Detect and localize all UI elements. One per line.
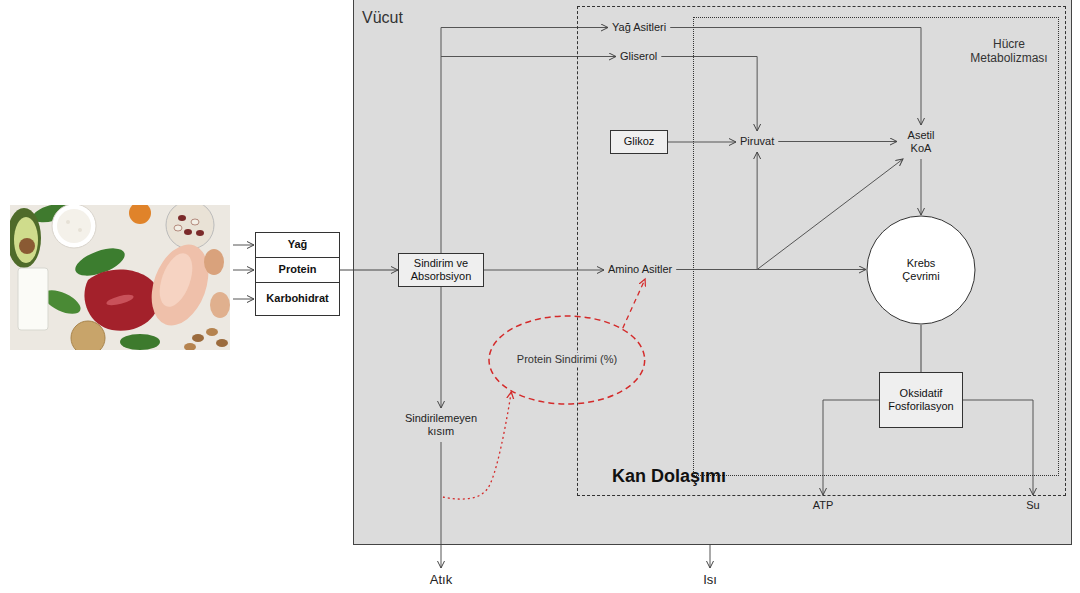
node-text: Yağ bbox=[288, 238, 308, 251]
metabolite-label: Asetil KoA bbox=[901, 129, 941, 155]
oat-bowl bbox=[71, 321, 105, 350]
food-illustration bbox=[10, 205, 230, 350]
nut bbox=[216, 339, 228, 347]
input-arrow bbox=[233, 299, 254, 300]
node-text: Karbohidrat bbox=[266, 292, 328, 305]
circle-outline bbox=[867, 216, 975, 324]
flow-arrow bbox=[670, 28, 921, 126]
avocado-flesh bbox=[14, 217, 38, 263]
waste-label: Sindirilemeyen kısım bbox=[395, 412, 487, 438]
input-arrow bbox=[233, 270, 254, 271]
process-box: Sindirim ve Absorbsiyon bbox=[398, 253, 484, 287]
region-title: Hücre Metabolizması bbox=[965, 37, 1053, 66]
nutrient-box: Yağ bbox=[255, 232, 340, 258]
bean bbox=[184, 229, 192, 235]
region-title: Vücut bbox=[362, 8, 403, 27]
flow-arrow bbox=[441, 442, 442, 568]
nutrient-box: Protein bbox=[255, 257, 340, 283]
node-text: Glikoz bbox=[624, 135, 655, 148]
body-region: VücutSindirim ve AbsorbsiyonKan Dolaşımı… bbox=[353, 0, 1072, 545]
metabolite-label: Gliserol bbox=[620, 50, 657, 63]
flow-arrow bbox=[778, 141, 897, 142]
node-text: Protein bbox=[279, 263, 317, 276]
blood-region: Kan DolaşımıHücre MetabolizmasıKrebs Çev… bbox=[577, 6, 1066, 496]
red-dashed-arrow bbox=[623, 279, 645, 328]
node-text: Oksidatif Fosforilasyon bbox=[884, 387, 958, 413]
flow-arrow bbox=[757, 152, 758, 270]
red-meat bbox=[84, 269, 159, 330]
cheese-bowl bbox=[52, 205, 96, 248]
flow-arrow bbox=[921, 159, 922, 215]
avocado-pit bbox=[19, 238, 35, 254]
callout-ellipse: Protein Sindirimi (%) bbox=[488, 315, 646, 405]
red-dotted-arrow bbox=[443, 392, 511, 499]
egg bbox=[204, 249, 224, 275]
flow-arrow bbox=[441, 28, 608, 254]
bean bbox=[178, 215, 186, 221]
chicken-breast bbox=[141, 237, 219, 334]
orange bbox=[129, 205, 151, 224]
cell-region: Hücre MetabolizmasıKrebs ÇevrimiOksidati… bbox=[693, 17, 1059, 476]
body-fill bbox=[353, 0, 1072, 545]
ellipse-outline bbox=[489, 316, 645, 404]
product-label: ATP bbox=[803, 499, 843, 512]
cheese-grain bbox=[66, 220, 70, 224]
cheese-grain bbox=[78, 228, 82, 232]
cottage-cheese bbox=[57, 209, 91, 243]
output-label: Isı bbox=[690, 572, 730, 588]
node-text: Protein Sindirimi (%) bbox=[515, 353, 619, 366]
flow-line bbox=[676, 269, 757, 270]
flow-arrow bbox=[823, 400, 879, 495]
flow-arrow bbox=[441, 287, 442, 408]
leaf bbox=[120, 334, 160, 350]
region-title: Kan Dolaşımı bbox=[612, 466, 726, 488]
metabolite-label: Amino Asitler bbox=[608, 263, 672, 276]
nut bbox=[206, 328, 218, 336]
flow-arrow bbox=[963, 400, 1033, 495]
cycle-circle: Krebs Çevrimi bbox=[866, 215, 976, 325]
nut bbox=[192, 334, 204, 342]
flow-arrow bbox=[668, 142, 736, 143]
node-text: Sindirim ve Absorbsiyon bbox=[403, 257, 479, 283]
process-box: Glikoz bbox=[610, 130, 668, 154]
egg bbox=[210, 292, 230, 318]
connector bbox=[340, 270, 398, 271]
chicken-highlight bbox=[153, 249, 198, 311]
flow-arrow bbox=[441, 56, 616, 57]
metabolite-label: Yağ Asitleri bbox=[612, 21, 666, 34]
product-label: Su bbox=[1013, 499, 1053, 512]
node-text: Krebs Çevrimi bbox=[889, 257, 953, 283]
flow-arrow bbox=[484, 270, 604, 271]
bean-jar bbox=[166, 205, 214, 249]
nutrient-box: Karbohidrat bbox=[255, 282, 340, 316]
connector bbox=[921, 325, 922, 372]
process-box: Oksidatif Fosforilasyon bbox=[879, 372, 963, 428]
milk-glass bbox=[18, 268, 48, 330]
meat-marbling bbox=[105, 293, 134, 308]
flow-arrow bbox=[661, 57, 757, 132]
bean bbox=[191, 219, 199, 225]
bean bbox=[196, 230, 204, 236]
output-label: Atık bbox=[420, 572, 462, 588]
flow-arrow bbox=[710, 545, 711, 568]
avocado bbox=[10, 208, 41, 268]
flow-arrow bbox=[757, 269, 866, 270]
nut bbox=[184, 343, 196, 350]
input-arrow bbox=[233, 245, 254, 246]
bean bbox=[174, 225, 182, 231]
metabolite-label: Piruvat bbox=[740, 135, 774, 148]
